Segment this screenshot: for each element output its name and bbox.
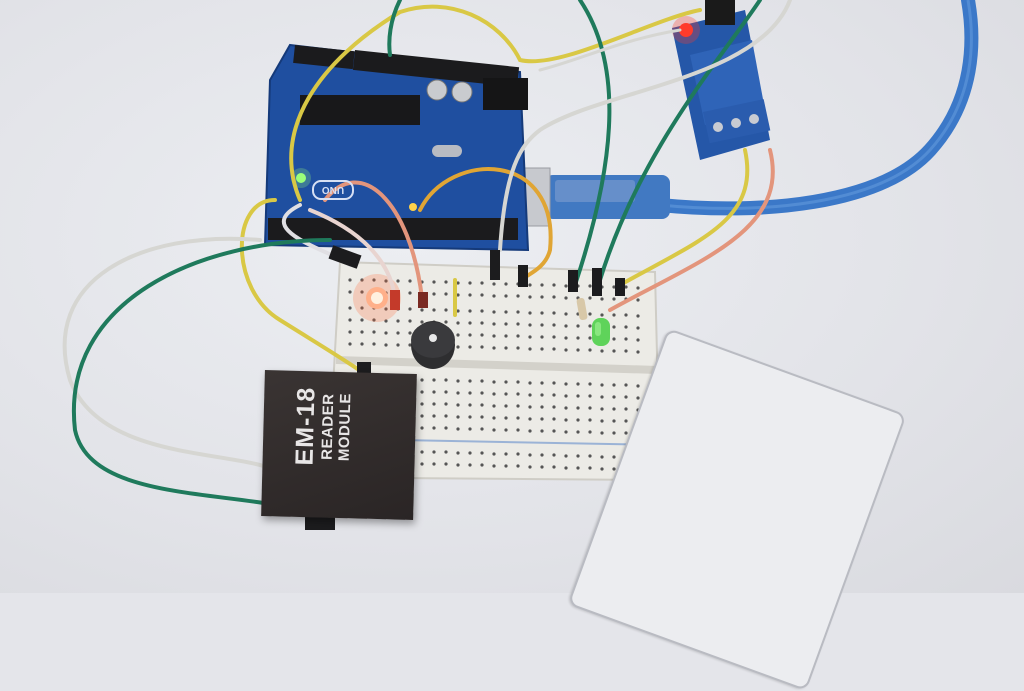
capacitor [426, 79, 448, 101]
piezo-buzzer [411, 321, 455, 369]
breadboard-holes [348, 278, 640, 472]
red-led [353, 274, 401, 322]
rfid-reader-text: READER [318, 393, 338, 461]
power-led [296, 173, 306, 183]
arduino-uno-board [263, 43, 530, 252]
rfid-model-text: EM-18 [290, 386, 321, 466]
rfid-module-text: MODULE [335, 392, 355, 462]
atmega-chip [300, 95, 420, 125]
hardware-illustration [62, 0, 979, 530]
relay-indicator-led [679, 23, 693, 37]
rfid-reader-label: EM-18 READER MODULE [290, 371, 355, 483]
bottom-header [268, 218, 518, 240]
uno-logo: UNO [312, 180, 354, 200]
resistor [576, 297, 588, 321]
green-led [592, 318, 610, 346]
em18-rfid-reader: EM-18 READER MODULE [261, 370, 417, 520]
capacitor [451, 81, 473, 103]
jumper-wires [62, 0, 792, 512]
digital-header [352, 49, 520, 88]
tx-led [409, 203, 417, 211]
dc-jack [483, 78, 528, 110]
relay-module [672, 0, 771, 160]
crystal [432, 145, 462, 157]
